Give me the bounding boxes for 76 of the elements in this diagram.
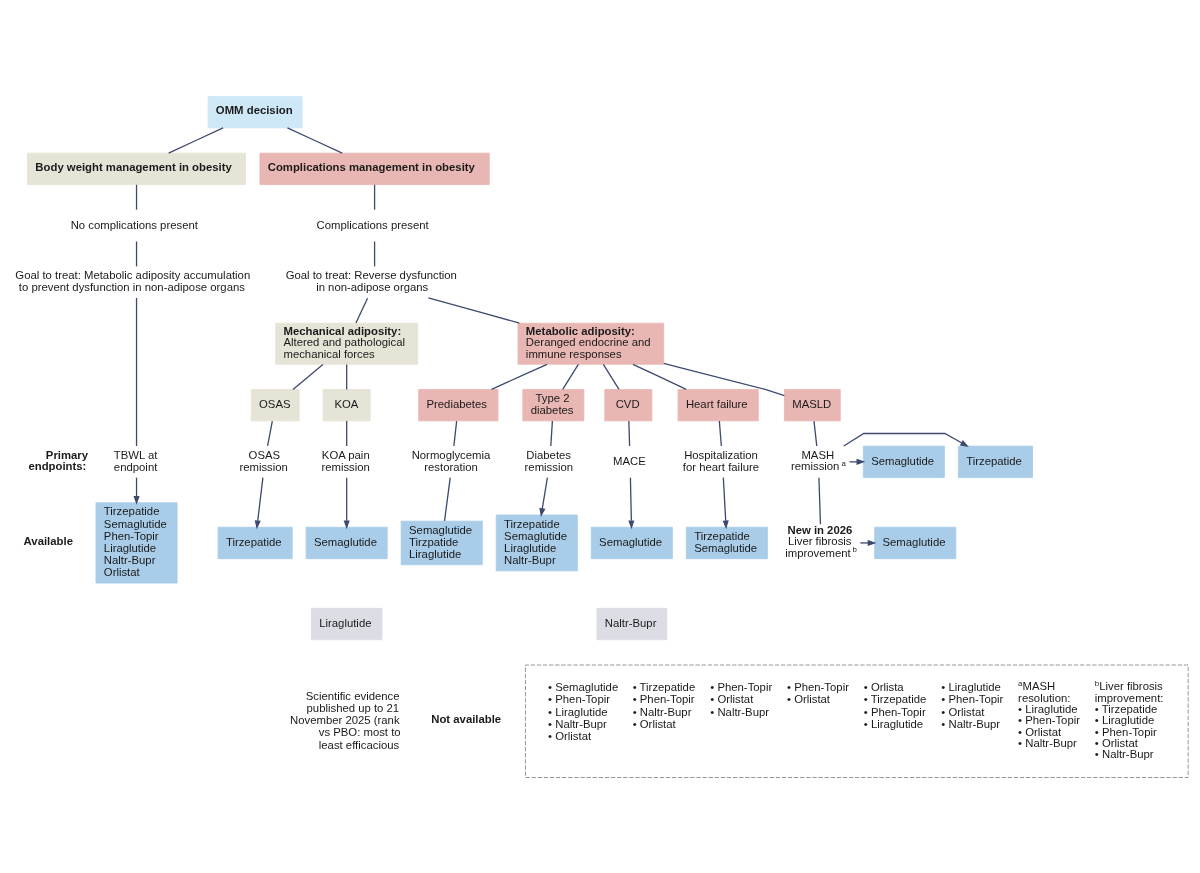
connector bbox=[135, 183, 138, 210]
arrow bbox=[343, 476, 350, 529]
connector bbox=[427, 296, 521, 324]
connector bbox=[628, 419, 631, 447]
node-box: Semaglutide bbox=[862, 445, 945, 478]
connector bbox=[453, 419, 458, 447]
node-text: No complications present bbox=[70, 218, 198, 231]
node-text: Diabetes remission bbox=[524, 448, 574, 473]
connector bbox=[818, 476, 822, 525]
node-box: CVD bbox=[604, 388, 653, 421]
connector bbox=[602, 363, 620, 390]
node-box: Mechanical adiposity: Altered and pathological mechanical forces bbox=[275, 322, 419, 365]
node-text: TBWL at endpoint bbox=[113, 448, 158, 473]
node-text: Normoglycemia restoration bbox=[411, 448, 491, 473]
connector bbox=[346, 419, 348, 447]
label: Not available bbox=[431, 712, 502, 725]
arrow bbox=[848, 458, 866, 465]
node-box: Semaglutide Tirzpatide Liraglutide bbox=[400, 520, 483, 565]
node-text: Goal to treat: Reverse dysfunction in non-adipose organs bbox=[285, 268, 457, 293]
node-box: Semaglutide bbox=[874, 526, 957, 559]
node-box: MASLD bbox=[784, 388, 841, 421]
node-box: Tirzepatide bbox=[217, 526, 293, 559]
node-box: Heart failure bbox=[677, 388, 759, 421]
connector bbox=[562, 363, 579, 390]
connector bbox=[286, 126, 343, 154]
connector bbox=[292, 363, 324, 390]
arrow bbox=[859, 539, 877, 546]
node-box: Metabolic adiposity: Deranged endocrine and immune responses bbox=[517, 322, 665, 365]
node-box: Type 2 diabetes bbox=[522, 388, 585, 421]
arrow bbox=[254, 476, 264, 529]
connector bbox=[550, 419, 554, 447]
connector bbox=[443, 476, 451, 522]
arrow bbox=[539, 476, 549, 517]
node-box: • Semaglutide • Phen-Topir • Liraglutide • Naltr-Bupr • Orlistat • Tirzepatide • Phen-Topir • Naltr-Bupr • Orlistat • Phen-Topir • Orlistat • Naltr-Bupr • Phen-Topir • Orlistat • Orlista • Tirzepatide • Phen-Topir • Liraglutide • Liraglutide • Phen-Topir • Orlistat • Naltr-Bupr $^{a}$MASH resolution: • Liraglutide • Phen-Topir • Orlistat • Naltr-Bupr $^{b}$Liver fibrosis improvement: • Tirzepatide • Liraglutide • Phen-Topir • Orlistat • Naltr-Bupr bbox=[525, 664, 1189, 778]
connector bbox=[813, 419, 818, 447]
connector bbox=[135, 240, 138, 267]
connector bbox=[168, 126, 224, 154]
node-box: OMM decision bbox=[207, 95, 303, 128]
node-box: Tirzepatide Semaglutide Liraglutide Naltr-Bupr bbox=[495, 514, 578, 571]
connector bbox=[135, 296, 138, 447]
label: Scientific evidence published up to 21 November 2025 (rank vs PBO: most to least efficacious bbox=[290, 689, 401, 751]
label: Primary endpoints: bbox=[28, 448, 89, 472]
connector bbox=[718, 419, 722, 447]
node-text: MACE bbox=[613, 454, 646, 467]
node-text: Goal to treat: Metabolic adiposity accumulation to prevent dysfunction in non-adipose organs bbox=[15, 268, 251, 293]
node-box: KOA bbox=[322, 388, 371, 421]
connector bbox=[266, 419, 273, 447]
node-box: Naltr-Bupr bbox=[596, 607, 668, 640]
node-text: New in 2026 Liver fibrosis improvement$^{b}$ bbox=[785, 523, 857, 559]
connector bbox=[663, 362, 786, 396]
node-box: Tirzepatide Semaglutide bbox=[685, 526, 768, 559]
arrow bbox=[628, 476, 635, 529]
node-text: Hospitalization for heart failure bbox=[682, 448, 760, 473]
node-box: Prediabetes bbox=[418, 388, 499, 421]
arrow bbox=[843, 432, 969, 447]
node-box: Semaglutide bbox=[590, 526, 673, 559]
label: Available bbox=[23, 534, 73, 547]
connector bbox=[355, 297, 369, 324]
node-box: Semaglutide bbox=[305, 526, 388, 559]
node-text: Complications present bbox=[316, 218, 429, 231]
node-box: OSAS bbox=[250, 388, 300, 421]
connector bbox=[490, 363, 548, 390]
node-text: OSAS remission bbox=[239, 448, 288, 473]
node-box: Liraglutide bbox=[310, 607, 383, 640]
connector bbox=[373, 240, 376, 267]
node-box: Tirzepatide Semaglutide Phen-Topir Liraglutide Naltr-Bupr Orlistat bbox=[95, 501, 178, 583]
node-box: Body weight management in obesity bbox=[27, 152, 246, 185]
connector bbox=[632, 363, 687, 390]
arrow bbox=[133, 476, 140, 505]
connector bbox=[373, 183, 376, 210]
node-box: Tirzepatide bbox=[957, 445, 1033, 478]
connector bbox=[346, 363, 348, 390]
node-text: KOA pain remission bbox=[321, 448, 370, 473]
node-text: MASH remission$^{a}$ bbox=[790, 448, 846, 472]
node-box: Complications management in obesity bbox=[259, 152, 490, 185]
arrow bbox=[722, 476, 729, 529]
